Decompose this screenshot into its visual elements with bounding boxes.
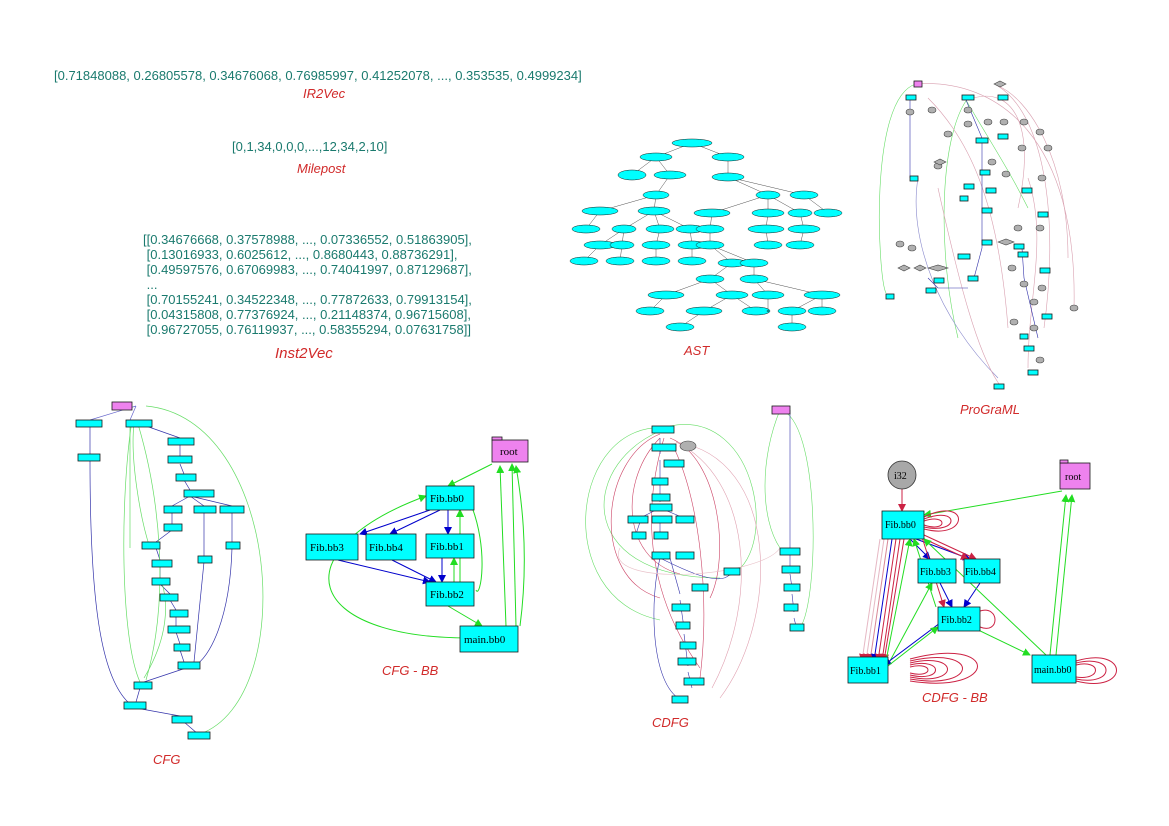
cdfg-bb-i32-node (887, 460, 917, 490)
inst2vec-row: [0.04315808, 0.77376924, ..., 0.21148374… (143, 307, 471, 322)
milepost-vector: [0,1,34,0,0,0,...,12,34,2,10] (232, 139, 388, 154)
inst2vec-row: [0.96727055, 0.76119937, ..., 0.58355294… (143, 322, 471, 337)
cfg-bb-main-bb0 (459, 625, 519, 653)
inst2vec-caption: Inst2Vec (275, 345, 333, 362)
cfg-bb-fib-bb2 (425, 581, 475, 607)
cfg-bb-fib-bb1 (425, 533, 475, 559)
ir2vec-vector: [0.71848088, 0.26805578, 0.34676068, 0.7… (54, 68, 582, 83)
programl-graph (879, 80, 1079, 390)
cdfg-bb-root-label: root (1065, 472, 1081, 483)
cfg-bb-fib-bb4 (365, 533, 417, 561)
cdfg-bb-bb2-label: Fib.bb2 (941, 615, 972, 626)
cfg-bb-root-label: root (500, 446, 518, 458)
cfg-caption: CFG (153, 752, 181, 767)
programl-caption: ProGraML (960, 402, 1020, 417)
ast-caption: AST (684, 343, 710, 358)
cdfg-bb-bb3-label: Fib.bb3 (920, 567, 951, 578)
cdfg-bb-bb4-label: Fib.bb4 (965, 567, 996, 578)
ast-graph (569, 138, 843, 332)
cdfg-bb-fib-bb2 (937, 606, 981, 632)
cfg-bb-root-node (491, 439, 529, 463)
cfg-graph (75, 401, 264, 740)
cdfg-bb-graph: i32 root Fib.bb0 Fib.bb3 Fib.bb4 Fib.bb2… (847, 459, 1117, 684)
cdfg-bb-caption: CDFG - BB (922, 690, 988, 705)
cdfg-bb-fib-bb0 (881, 510, 925, 540)
inst2vec-row: [0.70155241, 0.34522348, ..., 0.77872633… (143, 292, 472, 307)
cdfg-bb-i32-label: i32 (894, 471, 907, 482)
cdfg-bb-fib-bb3 (917, 558, 957, 584)
inst2vec-row: ... (143, 277, 158, 292)
cfg-bb-bb0-label: Fib.bb0 (430, 493, 464, 505)
cfg-bb-bb3-label: Fib.bb3 (310, 542, 344, 554)
cdfg-bb-main-label: main.bb0 (1034, 665, 1072, 676)
cfg-bb-bb1-label: Fib.bb1 (430, 541, 464, 553)
milepost-caption: Milepost (297, 161, 346, 176)
cdfg-bb-fib-bb1 (847, 656, 889, 684)
inst2vec-row: [[0.34676668, 0.37578988, ..., 0.0733655… (143, 232, 472, 247)
cfg-bb-bb2-label: Fib.bb2 (430, 589, 464, 601)
cfg-bb-main-label: main.bb0 (464, 634, 506, 646)
inst2vec-row: [0.49597576, 0.67069983, ..., 0.74041997… (143, 262, 472, 277)
inst2vec-row: [0.13016933, 0.6025612, ..., 0.8680443, … (143, 247, 458, 262)
cdfg-bb-fib-bb4 (963, 558, 1001, 584)
inst2vec-matrix: [[0.34676668, 0.37578988, ..., 0.0733655… (143, 232, 472, 337)
cfg-bb-fib-bb3 (305, 533, 359, 561)
cdfg-bb-bb1-label: Fib.bb1 (850, 666, 881, 677)
cfg-bb-graph: root Fib.bb0 Fib.bb3 Fib.bb4 Fib.bb1 Fib… (305, 436, 529, 653)
cfg-bb-fib-bb0 (425, 485, 475, 511)
cdfg-bb-bb0-label: Fib.bb0 (885, 520, 916, 531)
cfg-bb-bb4-label: Fib.bb4 (369, 542, 403, 554)
cdfg-bb-main-bb0 (1031, 654, 1077, 684)
cdfg-bb-root-node (1059, 462, 1091, 490)
ir2vec-caption: IR2Vec (303, 86, 346, 101)
cfg-bb-caption: CFG - BB (382, 663, 439, 678)
cdfg-graph (585, 405, 814, 704)
cdfg-caption: CDFG (652, 715, 689, 730)
